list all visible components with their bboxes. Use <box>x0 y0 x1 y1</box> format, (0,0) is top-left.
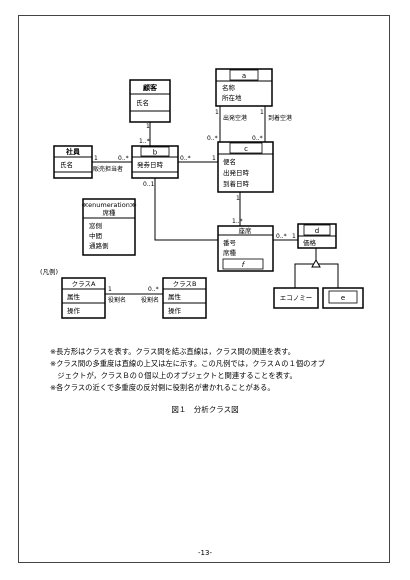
enum-value-2: 中間 <box>89 231 102 240</box>
mult-a-arr: 1 <box>260 109 264 116</box>
class-a-attr-2: 所在地 <box>222 93 242 102</box>
mult-b-c-end: 0..* <box>180 155 191 162</box>
enum-name: 席種 <box>103 208 117 217</box>
legend-class-a-attr: 属性 <box>67 292 81 301</box>
class-c-attr-2: 出発日時 <box>223 168 250 177</box>
blank-box-d <box>303 224 331 236</box>
class-c-attr-1: 便名 <box>223 157 236 166</box>
class-d-attr: 価格 <box>303 238 317 247</box>
enum-stereotype: ≪enumeration≫ <box>81 201 136 209</box>
note-3: ジェクトが，クラスＢの０個以上のオブジェクトと関連することを表す。 <box>50 371 297 380</box>
legend-role-a: 役割名 <box>108 296 126 304</box>
class-b-attr: 発券日時 <box>137 160 164 169</box>
blank-box-e <box>328 290 358 304</box>
class-employee-name: 社員 <box>65 147 81 156</box>
class-a: a 名称 所在地 <box>215 68 273 107</box>
mult-c-b-end: 1 <box>212 155 216 162</box>
assoc-b-seat <box>154 178 218 241</box>
enum-value-3: 通路側 <box>89 241 109 250</box>
legend-class-b: クラスB 属性 操作 <box>162 277 207 319</box>
mult-seat-c-end: 1..* <box>232 218 243 225</box>
legend-class-b-attr: 属性 <box>168 292 182 301</box>
class-e-name: e <box>341 294 345 302</box>
class-economy-name: エコノミー <box>280 294 313 302</box>
class-customer-attr: 氏名 <box>136 98 149 107</box>
class-seat-attr-2: 席種 <box>223 248 237 257</box>
legend-mult-b: 0..* <box>148 286 159 293</box>
legend-label: (凡例) <box>40 267 58 276</box>
legend-class-a: クラスA 属性 操作 <box>61 277 106 319</box>
class-economy: エコノミー <box>273 287 319 309</box>
mult-emp-end: 1 <box>94 155 98 162</box>
mult-c-seat-top: 1 <box>236 195 240 202</box>
blank-box-b <box>140 146 170 157</box>
legend-class-a-op: 操作 <box>67 306 81 315</box>
mult-c-arr: 0..* <box>252 135 263 142</box>
legend-class-a-name: クラスA <box>72 280 96 288</box>
page-number: -13- <box>198 549 212 557</box>
class-d: d 価格 <box>297 223 337 249</box>
mult-b-seat-end: 0..1 <box>143 181 155 188</box>
role-sales: 販売担当者 <box>93 165 123 173</box>
blank-box-c <box>229 142 263 154</box>
class-employee-attr: 氏名 <box>60 160 73 169</box>
note-1: ※長方形はクラスを表す。クラス間を結ぶ直線は，クラス間の関連を表す。 <box>50 347 296 356</box>
class-customer: 顧客 氏名 <box>129 79 171 123</box>
class-seat-name: 座席 <box>239 226 253 235</box>
class-e: e <box>322 287 364 309</box>
class-b: b 発券日時 <box>131 145 179 179</box>
legend-class-b-name: クラスB <box>173 280 197 288</box>
class-b-name: b <box>153 149 158 157</box>
mult-seat-d-end: 0..* <box>276 233 287 240</box>
class-seat-attr-1: 番号 <box>223 239 237 247</box>
mult-cust-b-bottom: 1..* <box>139 138 150 145</box>
class-employee: 社員 氏名 <box>53 145 93 179</box>
enum-value-1: 窓側 <box>89 221 103 230</box>
legend-class-b-op: 操作 <box>168 306 182 315</box>
class-seat: 座席 番号 席種 f <box>217 225 274 272</box>
blank-box-f <box>222 258 264 270</box>
class-enumeration: ≪enumeration≫ 席種 窓側 中間 通路側 <box>81 198 137 256</box>
mult-b-emp-end: 0..* <box>118 155 129 162</box>
figure-caption: 図１ 分析クラス図 <box>171 405 239 414</box>
class-a-name: a <box>242 72 246 80</box>
class-c-attr-3: 到着日時 <box>223 179 250 188</box>
note-4: ※各クラスの近くで多重度の反対側に役割名が書かれることがある。 <box>50 383 275 392</box>
notes: ※長方形はクラスを表す。クラス間を結ぶ直線は，クラス間の関連を表す。 ※クラス間… <box>50 346 370 394</box>
mult-a-dep: 1 <box>215 109 219 116</box>
class-a-attr-1: 名称 <box>222 83 236 92</box>
class-c: c 便名 出発日時 到着日時 <box>217 141 274 193</box>
class-diagram: 顧客 氏名 a 名称 所在地 社員 氏名 b 発券日時 <box>40 68 364 319</box>
blank-f-label: f <box>242 261 246 269</box>
class-c-name: c <box>244 145 248 153</box>
legend-mult-a: 1 <box>108 286 112 293</box>
mult-cust-b-top: 1 <box>146 123 150 130</box>
role-arrival: 到着空港 <box>268 114 292 122</box>
mult-c-dep: 0..* <box>207 135 218 142</box>
blank-box-a <box>229 69 259 81</box>
page-frame <box>18 15 390 563</box>
class-d-name: d <box>315 227 319 235</box>
legend-role-b: 役割名 <box>141 296 159 304</box>
note-2: ※クラス間の多重度は直線の上又は左に示す。この凡例では，クラスＡの１個のオブ <box>50 359 326 368</box>
generalization-triangle <box>311 258 321 268</box>
class-customer-name: 顧客 <box>143 83 158 92</box>
mult-d-seat-end: 1 <box>292 233 296 240</box>
role-departure: 出発空港 <box>223 114 247 122</box>
